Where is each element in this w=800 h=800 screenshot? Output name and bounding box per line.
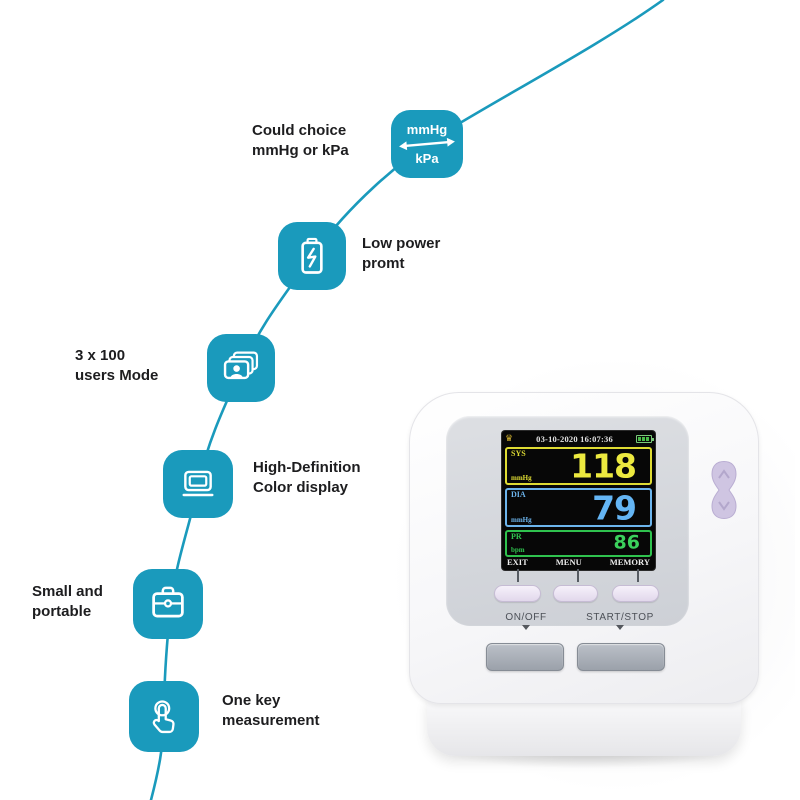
onoff-pointer-icon	[522, 625, 530, 630]
softkey-menu-label: MENU	[555, 557, 582, 568]
menu-button[interactable]	[553, 585, 598, 602]
pr-panel: PR bpm 86	[505, 529, 652, 558]
onoff-label: ON/OFF	[505, 612, 547, 623]
mmhg-kpa-toggle-icon: mmHg kPa	[391, 110, 463, 178]
softkey-tick	[577, 569, 579, 582]
feature-label-portable: Small and portable	[32, 583, 103, 620]
softkey-exit-label: EXIT	[507, 557, 528, 568]
user-records-icon	[207, 334, 275, 402]
up-down-rocker-button[interactable]	[706, 459, 742, 521]
feature-label-one-key: One key measurement	[222, 692, 320, 729]
double-arrow-icon	[399, 137, 455, 151]
feature-label-users-mode: 3 x 100 users Mode	[75, 347, 159, 384]
softkey-tick	[637, 569, 639, 582]
memory-button[interactable]	[612, 585, 659, 602]
briefcase-icon	[133, 569, 203, 639]
touch-icon	[129, 681, 199, 752]
pr-value: 86	[613, 531, 640, 554]
display-icon	[163, 450, 233, 518]
feature-label-hd-display: High-Definition Color display	[253, 459, 361, 496]
dia-value: 79	[592, 488, 637, 528]
toggle-bottom-label: kPa	[415, 151, 439, 166]
onoff-button[interactable]	[486, 643, 564, 671]
exit-button[interactable]	[494, 585, 541, 602]
battery-icon	[278, 222, 346, 290]
startstop-pointer-icon	[616, 625, 624, 630]
startstop-button[interactable]	[577, 643, 665, 671]
battery-status-icon	[636, 434, 654, 443]
feature-label-unit-choice: Could choice mmHg or kPa	[252, 122, 349, 159]
sys-panel: SYS mmHg 118	[505, 446, 652, 486]
device-screen: ♛ 03-10-2020 16:07:36 SYS mmHg 118 DIA m…	[502, 431, 655, 570]
sys-value: 118	[570, 446, 637, 486]
screen-datetime: 03-10-2020 16:07:36	[536, 433, 613, 444]
screen-statusbar: ♛ 03-10-2020 16:07:36	[505, 433, 654, 445]
softkey-row: EXIT MENU MEMORY	[505, 557, 652, 568]
screen-logo-icon: ♛	[505, 433, 514, 444]
softkey-memory-label: MEMORY	[609, 557, 650, 568]
dia-panel: DIA mmHg 79	[505, 488, 652, 527]
feature-label-low-power: Low power promt	[362, 235, 441, 272]
softkey-tick	[517, 569, 519, 582]
toggle-top-label: mmHg	[406, 122, 448, 137]
startstop-label: START/STOP	[586, 612, 654, 623]
